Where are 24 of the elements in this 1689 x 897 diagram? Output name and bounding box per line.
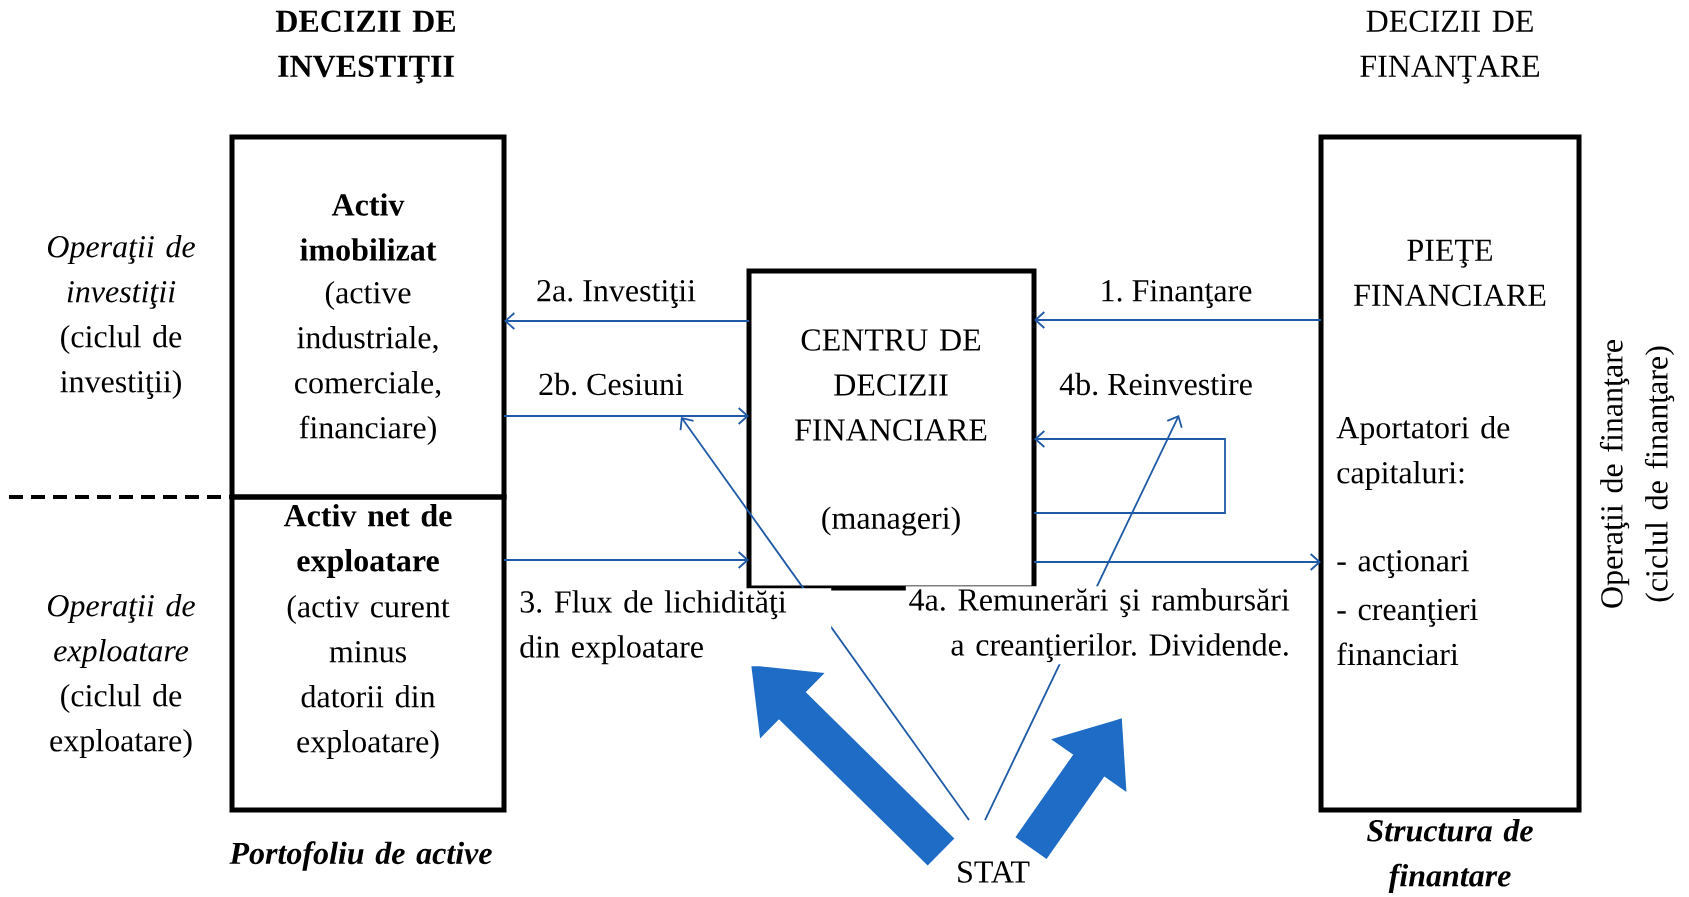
arrow: [503, 407, 749, 425]
side-label: Operaţii de investiţii (ciclul de investiţii): [47, 235, 195, 399]
arrow: [504, 312, 750, 330]
node-text: STAT: [958, 861, 1030, 883]
asset-box: Activ net de exploatare (activ curent minus datorii din exploatare): [229, 494, 507, 813]
edge-label: 2b. Cesiuni: [536, 370, 686, 398]
arrow: [1033, 553, 1321, 571]
arrow: [679, 417, 970, 821]
column-footer: Structura de finantare: [1367, 819, 1533, 893]
edge-label: 4b. Reinvestire: [1057, 370, 1255, 398]
edge-label: 2a. Investiţii: [534, 278, 698, 310]
arrow: [503, 551, 749, 569]
market-box: PIEŢE FINANCIARE Aportatori de capitaluri: - acţionari - creanţieri financiari: [1318, 134, 1582, 813]
column-footer: Portofoliu de active: [229, 841, 492, 871]
side-label: Operaţii de finanţare (ciclul de finanţare): [1599, 340, 1675, 608]
edge-label: 4a. Remunerări şi rambursări a creanţierilor. Dividende.: [905, 586, 1292, 665]
edge-label: 3. Flux de lichidităţi din exploatare: [517, 588, 832, 667]
asset-box: Activ imobilizat (active industriale, comerciale, financiare): [229, 134, 507, 500]
column-heading: DECIZII DE FINANŢARE: [1360, 10, 1540, 84]
feedback-arrow: [1033, 430, 1226, 514]
arrow: [1034, 311, 1322, 329]
side-label: Operaţii de exploatare (ciclul de exploatare): [47, 594, 195, 758]
edge-label: 1. Finanţare: [1097, 278, 1255, 310]
column-heading: DECIZII DE INVESTIŢII: [275, 10, 455, 84]
